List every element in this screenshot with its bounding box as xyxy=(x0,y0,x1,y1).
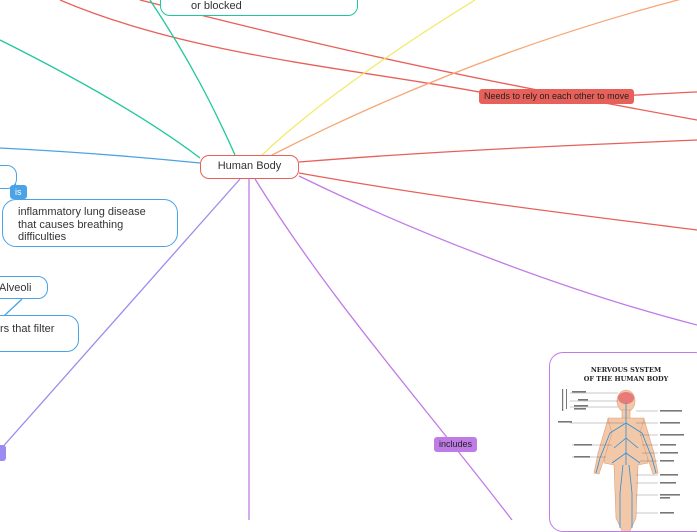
node-lung-disease[interactable]: inflammatory lung disease that causes br… xyxy=(2,199,178,247)
illustration-title-1: NERVOUS SYSTEM xyxy=(591,366,661,374)
central-topic-label: Human Body xyxy=(217,160,282,172)
connector-blue xyxy=(0,147,201,164)
node-alveoli[interactable]: Alveoli xyxy=(0,276,48,299)
connector-orange xyxy=(271,0,681,156)
node-blocked-text: or blocked xyxy=(191,0,242,12)
relation-label-is-text: is xyxy=(15,187,22,197)
connector-red-lower xyxy=(298,172,697,231)
connector-lines xyxy=(0,0,697,520)
relation-label-left-truncated[interactable] xyxy=(0,445,6,461)
connector-red-top-left xyxy=(59,0,521,101)
connector-red-mid xyxy=(298,139,697,163)
node-alveoli-text: Alveoli xyxy=(0,282,32,294)
central-topic-human-body[interactable]: Human Body xyxy=(200,155,299,179)
connector-violet-left xyxy=(0,178,241,451)
connector-yellow xyxy=(261,0,476,156)
relation-label-includes[interactable]: includes xyxy=(434,437,478,452)
nervous-system-illustration: NERVOUS SYSTEM OF THE HUMAN BODY xyxy=(558,366,684,531)
relation-label-needs-text: Needs to rely on each other to move xyxy=(484,91,630,101)
node-filter-text: rs that filter xyxy=(0,323,55,335)
lung-line-3: difficulties xyxy=(18,231,67,243)
node-filter[interactable]: rs that filter xyxy=(0,315,79,352)
node-blue-truncated[interactable] xyxy=(0,165,17,189)
image-node-nervous-system[interactable]: NERVOUS SYSTEM OF THE HUMAN BODY xyxy=(549,352,697,532)
connector-blue-alveoli xyxy=(3,298,23,317)
connector-teal-1 xyxy=(0,39,201,159)
relation-label-is[interactable]: is xyxy=(10,185,27,199)
relation-label-needs[interactable]: Needs to rely on each other to move xyxy=(479,89,635,104)
connector-teal-2 xyxy=(149,0,236,156)
lung-line-2: that causes breathing xyxy=(18,218,124,231)
relation-label-includes-text: includes xyxy=(439,439,473,449)
connector-purple-includes xyxy=(254,178,513,520)
node-blocked[interactable]: or blocked xyxy=(160,0,358,16)
lung-line-1: inflammatory lung disease xyxy=(18,206,146,218)
connector-purple-right xyxy=(298,175,697,326)
illustration-title-2: OF THE HUMAN BODY xyxy=(584,375,669,383)
